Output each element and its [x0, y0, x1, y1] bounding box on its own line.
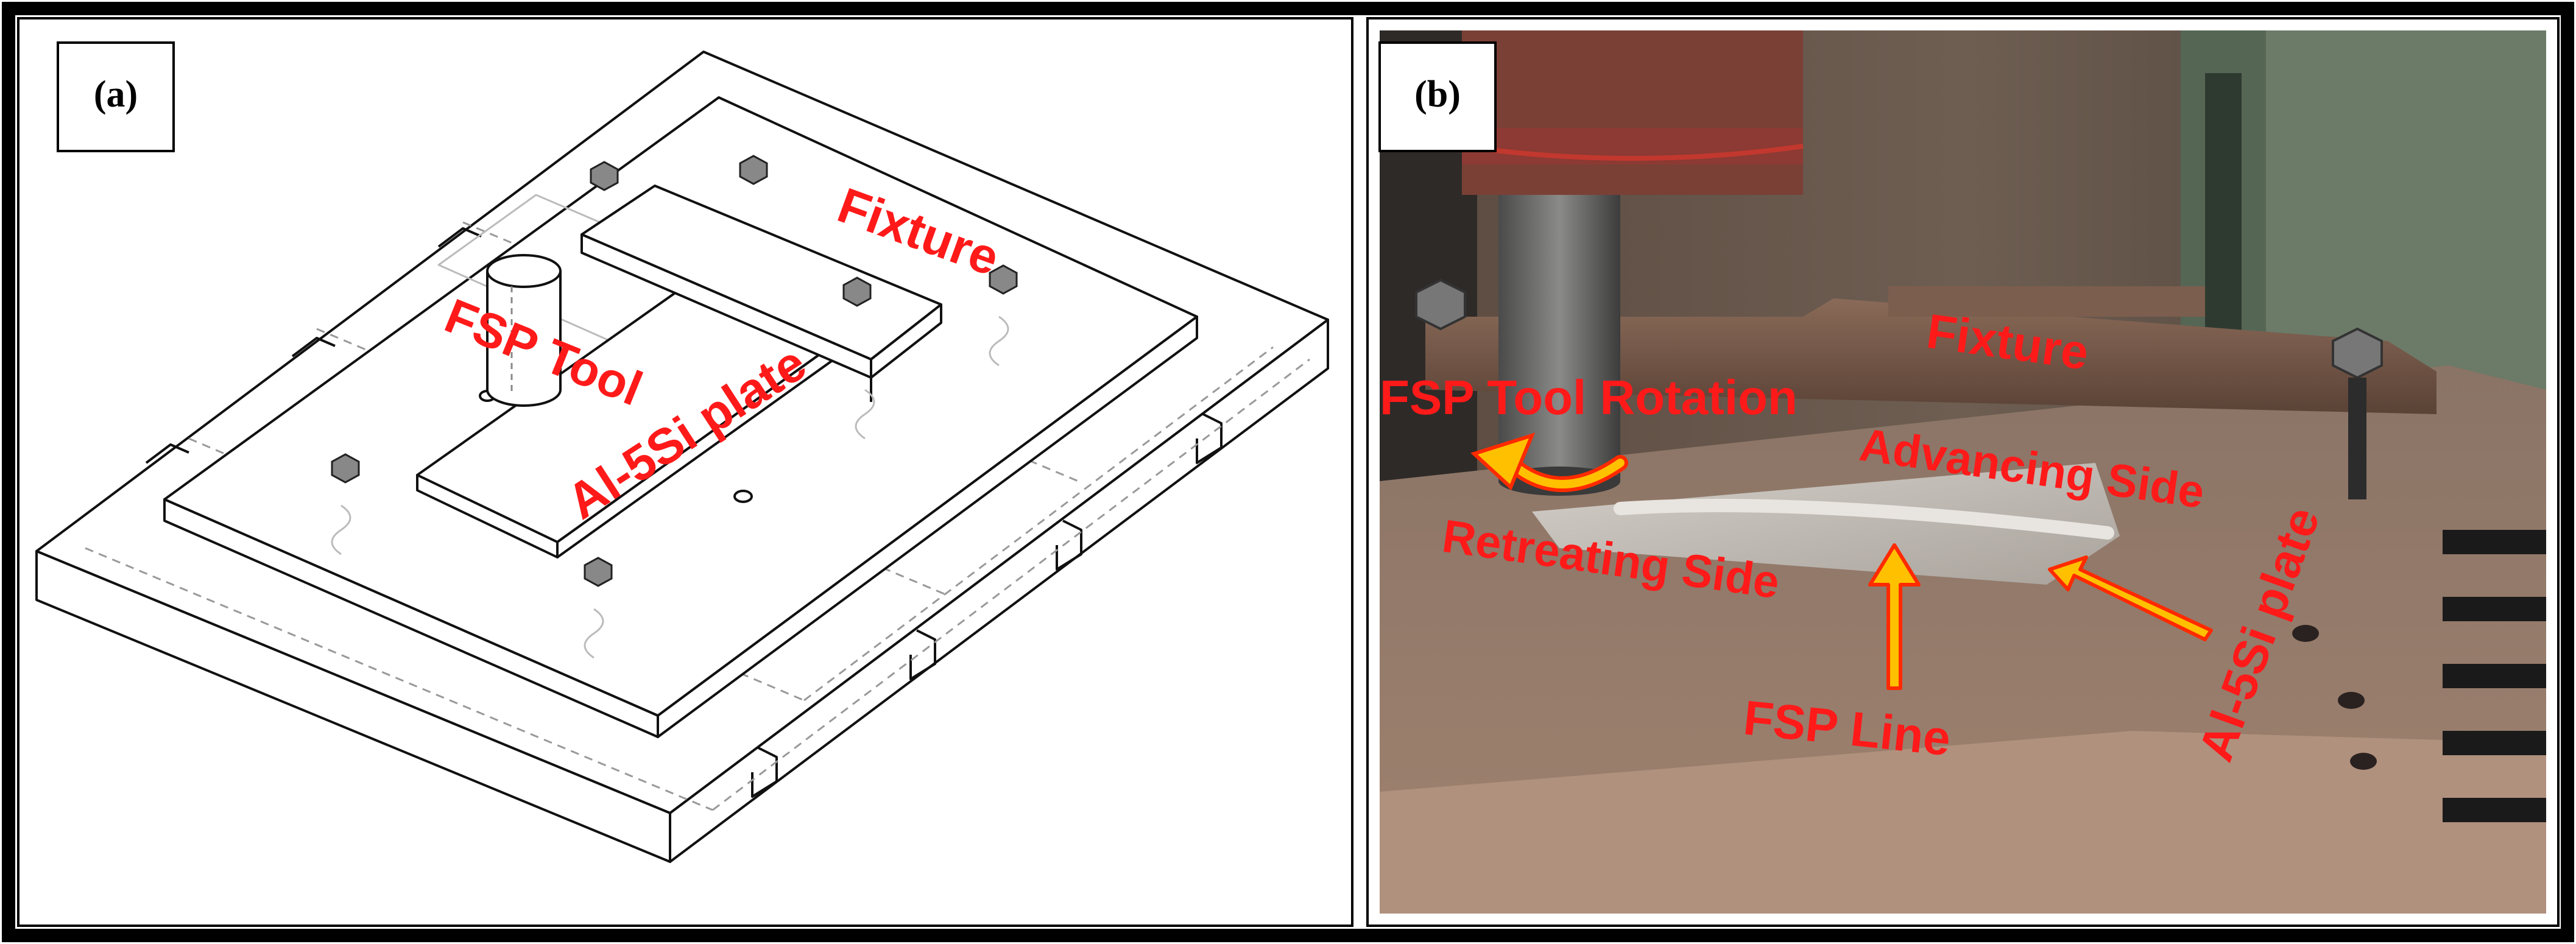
rotation-arrow-icon — [1470, 432, 1628, 492]
plate-arrow-icon — [2048, 555, 2213, 641]
clamp-bar-drawing — [580, 185, 942, 402]
panel-a-label-box — [57, 41, 175, 152]
machine-photo — [1380, 30, 2546, 914]
panel-a: (a) Fixture FSP Tool Al-5Si plate — [17, 17, 1353, 927]
panel-b: (b) FSP Tool Rotation Fixture Advancing … — [1366, 17, 2560, 927]
panel-a-label: (a) — [94, 74, 138, 115]
fsp-line-arrow-icon — [1868, 543, 1921, 690]
panel-b-rotation-label: FSP Tool Rotation — [1380, 370, 1798, 424]
fsp-tool-drawing — [486, 254, 562, 407]
panel-b-label-box — [1378, 41, 1497, 152]
bolts-drawing — [331, 155, 1018, 659]
panel-b-label: (b) — [1414, 74, 1461, 115]
